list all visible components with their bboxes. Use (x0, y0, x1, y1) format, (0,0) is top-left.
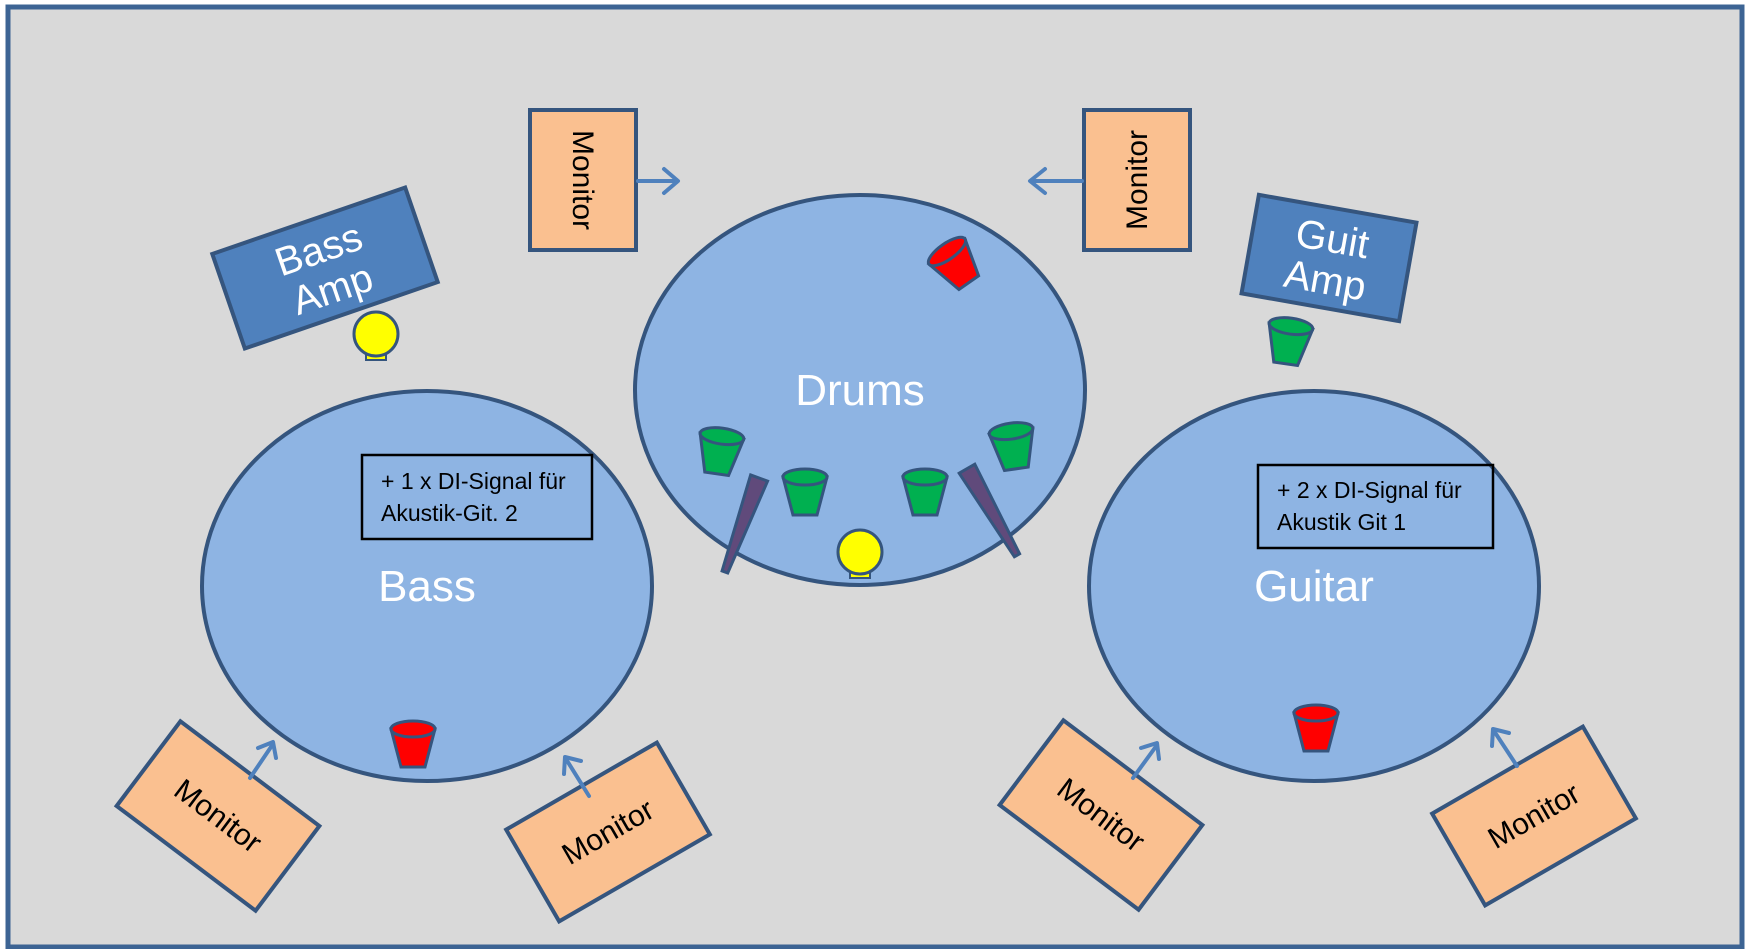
monitor-box (996, 717, 1206, 913)
bass-zone-circle (200, 389, 654, 783)
arrow-icon (1028, 167, 1084, 195)
monitor-wedge: Monitor (996, 717, 1206, 913)
bass-di-note-box (360, 453, 594, 541)
bass-amp-box (209, 184, 441, 352)
drums-zone-label: Drums (795, 366, 925, 415)
guitar-amp-box (1239, 192, 1419, 324)
bass-di-note: + 1 x DI-Signal für Akustik-Git. 2 (360, 453, 594, 541)
bass-amp: Bass Amp (209, 184, 441, 352)
monitor-label: Monitor (1121, 130, 1154, 230)
guitar-zone-circle (1087, 389, 1541, 783)
monitor-wedge: Monitor (503, 739, 713, 925)
arrow-icon (248, 740, 278, 780)
monitor-box (113, 718, 323, 914)
bass-di-note-line-2: Akustik-Git. 2 (381, 500, 518, 526)
arrow-icon (562, 755, 591, 798)
guitar-di-note-line-2: Akustik Git 1 (1277, 509, 1406, 535)
monitor-box (528, 108, 638, 252)
guitar-di-note-box (1256, 463, 1495, 550)
bass-di-note-line-1: + 1 x DI-Signal für (381, 468, 566, 494)
guitar-zone: Guitar (1087, 389, 1541, 783)
bass-zone: Bass (200, 389, 654, 783)
drums-zone: Drums (633, 193, 1087, 587)
monitor-box (1082, 108, 1192, 252)
bass-zone-label: Bass (378, 562, 476, 611)
monitor-wedge: Monitor (113, 718, 323, 914)
guitar-di-note: + 2 x DI-Signal für Akustik Git 1 (1256, 463, 1495, 550)
arrow-icon (1490, 727, 1519, 768)
guitar-amp: Guit Amp (1239, 192, 1419, 324)
arrow-icon (636, 167, 680, 195)
monitor-wedge: Monitor (528, 108, 638, 252)
monitor-label: Monitor (566, 130, 599, 230)
arrow-icon (1131, 741, 1161, 780)
monitor-wedge: Monitor (1082, 108, 1192, 252)
guitar-zone-label: Guitar (1254, 562, 1374, 611)
guitar-di-note-line-1: + 2 x DI-Signal für (1277, 477, 1462, 503)
monitor-wedge: Monitor (1429, 723, 1639, 909)
monitor-box (1429, 723, 1639, 909)
